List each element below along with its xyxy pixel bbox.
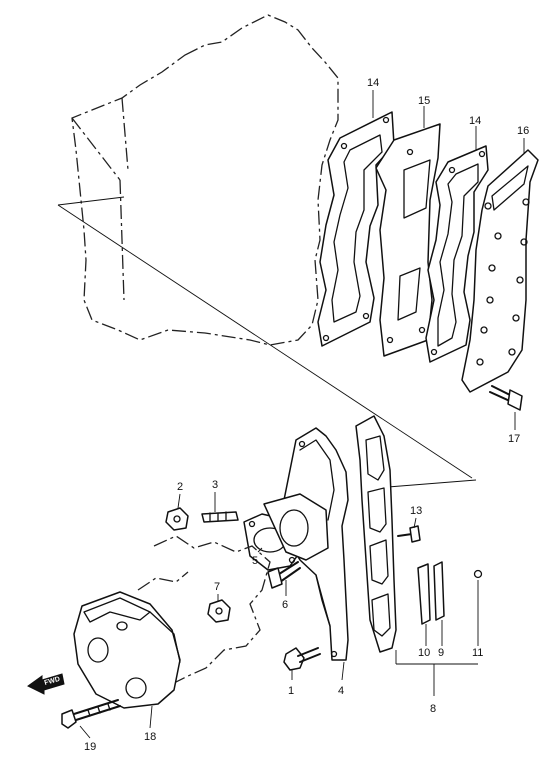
bolt-19	[61, 699, 121, 729]
screw-11	[473, 569, 483, 579]
stud-3	[201, 511, 239, 523]
gasket-14-right	[425, 145, 489, 363]
callout-17: 17	[508, 433, 520, 445]
callout-19: 19	[84, 741, 96, 753]
callout-1: 1	[288, 685, 294, 697]
bolt-1	[283, 647, 321, 671]
forward-arrow-icon: FWD	[27, 673, 65, 695]
part-callouts: 14 15 14 16 17 2 3 13 5 7 6 10 9 11 1 4 …	[84, 77, 529, 753]
callout-5: 5	[252, 555, 258, 567]
callout-16: 16	[517, 125, 529, 137]
screw-13	[397, 525, 421, 543]
callout-10: 10	[418, 647, 430, 659]
callout-8: 8	[430, 703, 436, 715]
callout-6: 6	[282, 599, 288, 611]
bolt-6	[267, 561, 301, 589]
nut-7	[207, 599, 231, 623]
callout-18: 18	[144, 731, 156, 743]
callout-9: 9	[438, 647, 444, 659]
callout-11: 11	[472, 647, 483, 659]
intake-neck	[263, 493, 329, 561]
callout-2: 2	[177, 481, 183, 493]
callout-7: 7	[214, 581, 220, 593]
bolt-17	[489, 385, 523, 430]
callout-4: 4	[338, 685, 344, 697]
nut-2	[165, 507, 189, 531]
fwd-label: FWD	[44, 676, 61, 687]
callout-14a: 14	[367, 77, 379, 89]
cover-plate-15	[375, 123, 441, 357]
reed-plate-8	[355, 415, 397, 653]
alignment-lines	[57, 196, 477, 488]
intake-silencer-18	[73, 591, 181, 709]
callout-13: 13	[410, 505, 422, 517]
crankcase-outline-lower	[137, 535, 271, 687]
callout-15: 15	[418, 95, 430, 107]
callout-14b: 14	[469, 115, 481, 127]
reed-petal-10	[417, 563, 431, 625]
reed-stop-9	[433, 561, 445, 621]
exhaust-cover-16	[461, 149, 539, 393]
callout-3: 3	[212, 479, 218, 491]
leader-lines	[79, 90, 525, 739]
engine-block-outline	[71, 14, 339, 346]
